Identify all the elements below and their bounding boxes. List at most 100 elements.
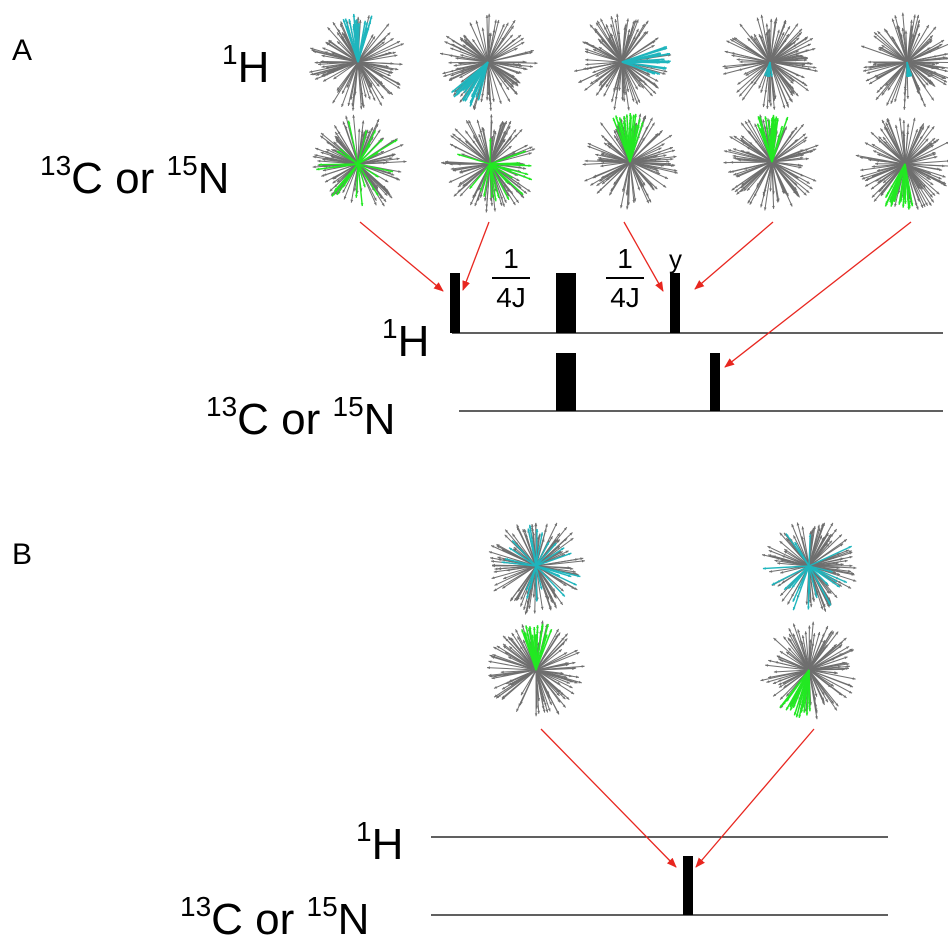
nucleus-symbol: N [198, 154, 230, 203]
vector-head [400, 63, 403, 66]
proton-row-label: 1H [222, 46, 269, 90]
vector-ensemble-icon [861, 13, 948, 110]
vector-head [733, 157, 736, 160]
vector-head [570, 567, 573, 570]
vector-head [352, 108, 355, 111]
vector-head [902, 13, 905, 16]
vector-head [499, 101, 502, 104]
isotope-number: 13 [206, 391, 237, 422]
vector-head [763, 567, 766, 570]
hetero-90-pulse [710, 353, 720, 411]
vector-head [777, 562, 780, 565]
vector-head [862, 177, 865, 180]
vector-head [905, 31, 908, 34]
vector-line [861, 46, 907, 62]
vector-head [386, 161, 389, 164]
nucleus-symbol: C [237, 395, 269, 444]
vector-head [568, 553, 571, 556]
vector-head [813, 149, 816, 152]
hetero-180-pulse [556, 353, 576, 411]
vector-head [313, 166, 316, 169]
vector-head [667, 160, 670, 163]
vector-head [903, 120, 906, 123]
vector-head [485, 204, 488, 207]
vector-head [613, 118, 616, 121]
vector-ensemble-icon [723, 15, 818, 110]
vector-head [623, 99, 626, 102]
vector-head [635, 101, 638, 104]
vector-head [770, 19, 773, 22]
fraction-numerator: 1 [602, 245, 648, 275]
vector-head [844, 657, 847, 660]
arrow-icon [696, 729, 814, 867]
vector-ensemble-icon [441, 114, 535, 212]
vector-head [872, 165, 875, 168]
isotope-number: 15 [167, 150, 198, 181]
vector-line [356, 164, 358, 198]
vector-head [907, 124, 910, 127]
vector-head [368, 96, 371, 99]
vector-ensemble-icon [583, 113, 678, 209]
vector-head [315, 61, 318, 64]
hetero-channel-label-b: 13C or 15N [180, 898, 369, 942]
vector-head [491, 203, 494, 206]
vector-head [793, 624, 796, 627]
vector-head [318, 63, 321, 66]
isotope-number: 13 [40, 150, 71, 181]
vector-head [868, 61, 871, 64]
arrow-icon [725, 222, 911, 367]
hetero-row-label: 13C or 15N [40, 157, 229, 201]
vector-head [343, 121, 346, 124]
vector-head [355, 195, 358, 198]
vector-ensemble-icon [309, 14, 404, 111]
vector-head [530, 65, 533, 68]
vector-head [847, 665, 850, 668]
vector-head [733, 148, 736, 151]
vector-head [626, 114, 629, 117]
vector-head [783, 105, 786, 108]
vector-head [812, 622, 815, 625]
vector-head [808, 708, 811, 711]
vector-head [449, 61, 452, 64]
vector-head [352, 115, 355, 118]
isotope-number: 1 [356, 816, 372, 847]
isotope-number: 15 [333, 391, 364, 422]
vector-head [489, 108, 492, 111]
vector-head [854, 567, 857, 570]
vector-head [774, 670, 777, 673]
vector-ensemble-icon [440, 14, 538, 111]
arrow-icon [541, 729, 676, 867]
delay-label-1: 1 4J [488, 245, 534, 314]
vector-ensemble-icon [724, 115, 819, 211]
vector-head [487, 666, 490, 669]
vector-head [772, 206, 775, 209]
vector-head [529, 177, 532, 180]
vector-head [904, 201, 907, 204]
vector-head [317, 160, 320, 163]
vector-head [772, 115, 775, 118]
vector-head [583, 163, 586, 166]
vector-head [486, 97, 489, 100]
nucleus-symbol: H [398, 317, 430, 366]
vector-head [740, 61, 743, 64]
vector-head [769, 188, 772, 191]
vector-head [358, 129, 361, 132]
vector-head [892, 19, 895, 22]
vector-head [502, 204, 505, 207]
vector-head [910, 20, 913, 23]
fraction-denominator: 4J [602, 281, 648, 314]
vector-head [532, 148, 535, 151]
vector-head [875, 162, 878, 165]
vector-head [616, 14, 619, 17]
vector-head [488, 14, 491, 17]
vector-head [637, 187, 640, 190]
proton-90y-pulse [670, 273, 680, 333]
vector-head [489, 551, 492, 554]
proton-channel-label-b: 1H [356, 823, 403, 867]
vector-head [535, 62, 538, 65]
vector-head [341, 104, 344, 107]
vector-head [585, 59, 588, 62]
vector-head [805, 631, 808, 634]
vector-head [321, 152, 324, 155]
